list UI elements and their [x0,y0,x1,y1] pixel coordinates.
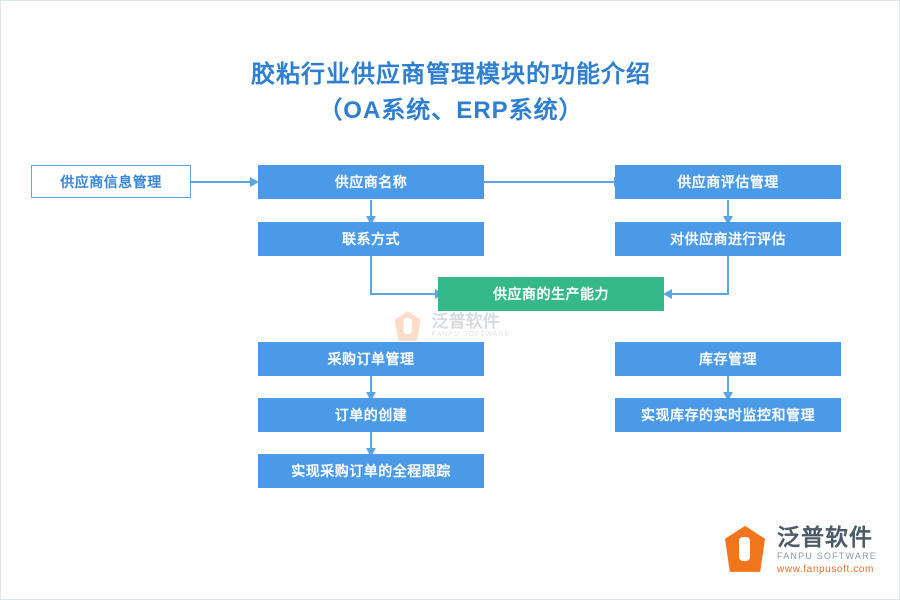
connector-evaluate-to-capacity [666,293,729,295]
logo-brand-cn: 泛普软件 [777,523,874,550]
watermark-logo-icon [392,309,426,343]
node-label: 库存管理 [699,351,757,367]
node-order-creation[interactable]: 订单的创建 [258,398,484,432]
node-label: 供应商评估管理 [677,174,779,190]
arrowhead-info-to-name [250,177,259,187]
connector-name-to-evaluation [484,181,615,183]
connector-contact-to-capacity [370,293,438,295]
arrowhead-evaluation-to-evaluate [723,216,733,225]
logo-url: www.fanpusoft.com [777,564,874,575]
connector-inventory-to-monitoring [727,376,729,396]
watermark-brand-cn: 泛普软件 [431,312,500,332]
connector-contact-down [370,256,372,294]
node-label: 供应商信息管理 [60,173,162,190]
node-label: 供应商的生产能力 [493,286,609,302]
node-supplier-name[interactable]: 供应商名称 [258,165,484,199]
node-inventory-management[interactable]: 库存管理 [615,342,841,376]
arrowhead-order-to-tracking [366,448,376,457]
connector-name-to-contact [370,200,372,220]
center-watermark: 泛普软件 FANPU SOFTWARE [392,309,511,343]
node-supplier-production-capacity[interactable]: 供应商的生产能力 [438,277,664,311]
node-supplier-info-management[interactable]: 供应商信息管理 [31,165,191,198]
node-label: 实现采购订单的全程跟踪 [291,463,451,479]
node-realtime-inventory-monitoring[interactable]: 实现库存的实时监控和管理 [615,398,841,432]
node-evaluate-supplier[interactable]: 对供应商进行评估 [615,222,841,256]
connector-info-to-name [191,181,251,183]
arrowhead-purchase-to-order [366,392,376,401]
node-label: 实现库存的实时监控和管理 [641,407,815,423]
node-contact-method[interactable]: 联系方式 [258,222,484,256]
connector-order-to-tracking [370,432,372,452]
arrowhead-evaluate-to-capacity [663,289,672,299]
arrowhead-inventory-to-monitoring [723,392,733,401]
node-label: 订单的创建 [334,407,408,423]
node-purchase-order-management[interactable]: 采购订单管理 [258,342,484,376]
node-label: 供应商名称 [334,174,408,190]
brand-logo: 泛普软件 FANPU SOFTWARE www.fanpusoft.com [723,523,877,575]
connector-purchase-to-order [370,376,372,396]
logo-brand-en: FANPU SOFTWARE [777,551,877,562]
node-label: 联系方式 [342,231,400,247]
connector-evaluate-down [727,256,729,294]
title-line-1: 胶粘行业供应商管理模块的功能介绍 [251,61,651,88]
page-title: 胶粘行业供应商管理模块的功能介绍 （OA系统、ERP系统） [1,57,900,129]
node-label: 对供应商进行评估 [670,231,786,247]
shield-logo-icon [723,526,769,574]
arrowhead-name-to-contact [366,216,376,225]
node-full-process-tracking[interactable]: 实现采购订单的全程跟踪 [258,454,484,488]
connector-evaluation-to-evaluate [727,200,729,220]
node-label: 采购订单管理 [327,351,415,367]
node-supplier-evaluation-management[interactable]: 供应商评估管理 [615,165,841,199]
title-line-2: （OA系统、ERP系统） [318,97,584,124]
watermark-brand-en: FANPU SOFTWARE [431,331,511,339]
